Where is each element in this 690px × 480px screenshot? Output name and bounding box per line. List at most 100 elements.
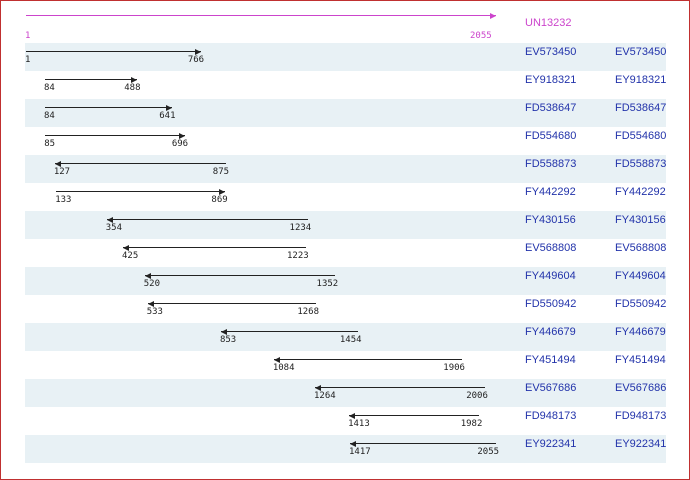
est-id-link-secondary[interactable]: EY918321: [615, 74, 667, 86]
est-row: 133 869 FY442292 FY442292: [25, 183, 666, 211]
est-line: [273, 359, 462, 360]
est-row: 84 641 FD538647 FD538647: [25, 99, 666, 127]
est-arrowhead-icon: [123, 244, 130, 251]
est-row: 1084 1906 FY451494 FY451494: [25, 351, 666, 379]
est-end: 641: [159, 111, 176, 121]
est-end: 1234: [289, 223, 312, 233]
est-id-link[interactable]: FD558873: [525, 158, 577, 170]
est-arrowhead-icon: [106, 216, 113, 223]
est-id-link[interactable]: FY446679: [525, 326, 576, 338]
est-arrowhead-icon: [315, 384, 321, 391]
est-id-link[interactable]: FD550942: [525, 298, 577, 310]
est-id-link[interactable]: FD948173: [525, 410, 577, 422]
est-start: 1: [25, 55, 31, 65]
est-arrowhead-icon: [144, 272, 151, 279]
est-id-link[interactable]: FY430156: [525, 214, 576, 226]
est-line: [54, 163, 226, 164]
est-id-link-secondary[interactable]: EV567686: [615, 382, 667, 394]
est-end: 2055: [477, 447, 500, 457]
est-end: 488: [124, 83, 141, 93]
est-id-link-secondary[interactable]: FY451494: [615, 354, 666, 366]
est-arrowhead-icon: [166, 104, 173, 111]
est-line: [44, 79, 138, 80]
est-row: 1417 2055 EY922341 EY922341: [25, 435, 666, 463]
est-id-link[interactable]: FD538647: [525, 102, 577, 114]
est-start: 133: [55, 195, 72, 205]
est-arrowhead-icon: [350, 440, 356, 447]
est-start: 84: [43, 111, 55, 121]
est-start: 354: [105, 223, 123, 233]
unigene-end: 2055: [470, 31, 492, 41]
est-arrowhead-icon: [147, 300, 154, 307]
est-end: 869: [211, 195, 228, 205]
unigene-arrowhead-icon: [490, 12, 496, 19]
est-id-link[interactable]: FD554680: [525, 130, 577, 142]
est-row: 84 488 EY918321 EY918321: [25, 71, 666, 99]
est-id-link-secondary[interactable]: FD948173: [615, 410, 667, 422]
est-end: 1906: [443, 363, 465, 373]
est-row: 1413 1982 FD948173 FD948173: [25, 407, 666, 435]
est-line: [45, 135, 186, 136]
est-start: 1413: [348, 419, 370, 429]
est-arrowhead-icon: [195, 48, 202, 55]
est-line: [26, 51, 202, 52]
est-end: 1982: [460, 419, 483, 429]
est-arrowhead-icon: [273, 356, 280, 363]
est-line: [106, 219, 309, 220]
est-id-link[interactable]: EY918321: [525, 74, 577, 86]
est-line: [220, 331, 359, 332]
est-start: 84: [43, 83, 55, 93]
est-arrowhead-icon: [218, 188, 225, 195]
est-line: [56, 191, 225, 192]
est-id-link-secondary[interactable]: FD538647: [615, 102, 667, 114]
est-end: 696: [171, 139, 189, 149]
est-id-link-secondary[interactable]: FY442292: [615, 186, 666, 198]
est-id-link[interactable]: FY451494: [525, 354, 576, 366]
est-id-link[interactable]: EV573450: [525, 46, 577, 58]
est-id-link-secondary[interactable]: FY430156: [615, 214, 666, 226]
est-id-link[interactable]: EV568808: [525, 242, 577, 254]
est-id-link[interactable]: EV567686: [525, 382, 577, 394]
est-id-link[interactable]: FY442292: [525, 186, 576, 198]
est-id-link-secondary[interactable]: FD558873: [615, 158, 667, 170]
est-end: 1268: [297, 307, 319, 317]
est-id-link-secondary[interactable]: FD554680: [615, 130, 667, 142]
est-end: 1454: [339, 335, 362, 345]
est-line: [350, 443, 496, 444]
est-id-link-secondary[interactable]: EV568808: [615, 242, 667, 254]
est-id-link-secondary[interactable]: FY449604: [615, 270, 666, 282]
est-end: 766: [187, 55, 205, 65]
unigene-line: [26, 15, 496, 16]
est-id-link-secondary[interactable]: EV573450: [615, 46, 667, 58]
est-id-link[interactable]: FY449604: [525, 270, 576, 282]
est-line: [123, 247, 306, 248]
est-id-link-secondary[interactable]: FD550942: [615, 298, 667, 310]
est-start: 1084: [272, 363, 295, 373]
unigene-start: 1: [25, 31, 31, 41]
est-line: [349, 415, 480, 416]
est-start: 853: [219, 335, 237, 345]
est-start: 1264: [314, 391, 336, 401]
unigene-row: 1 2055 UN13232: [25, 7, 666, 41]
est-id-link-secondary[interactable]: EY922341: [615, 438, 667, 450]
est-start: 127: [53, 167, 71, 177]
est-line: [315, 387, 485, 388]
est-arrowhead-icon: [131, 76, 138, 83]
est-row: 853 1454 FY446679 FY446679: [25, 323, 666, 351]
est-line: [44, 107, 173, 108]
est-arrowhead-icon: [179, 132, 186, 139]
est-start: 1417: [349, 447, 371, 457]
est-id-link-secondary[interactable]: FY446679: [615, 326, 666, 338]
est-row: 1 766 EV573450 EV573450: [25, 43, 666, 71]
est-start: 520: [143, 279, 161, 289]
est-arrowhead-icon: [220, 328, 227, 335]
est-line: [144, 275, 336, 276]
unigene-id[interactable]: UN13232: [525, 17, 572, 29]
est-end: 875: [212, 167, 230, 177]
est-id-link[interactable]: EY922341: [525, 438, 577, 450]
